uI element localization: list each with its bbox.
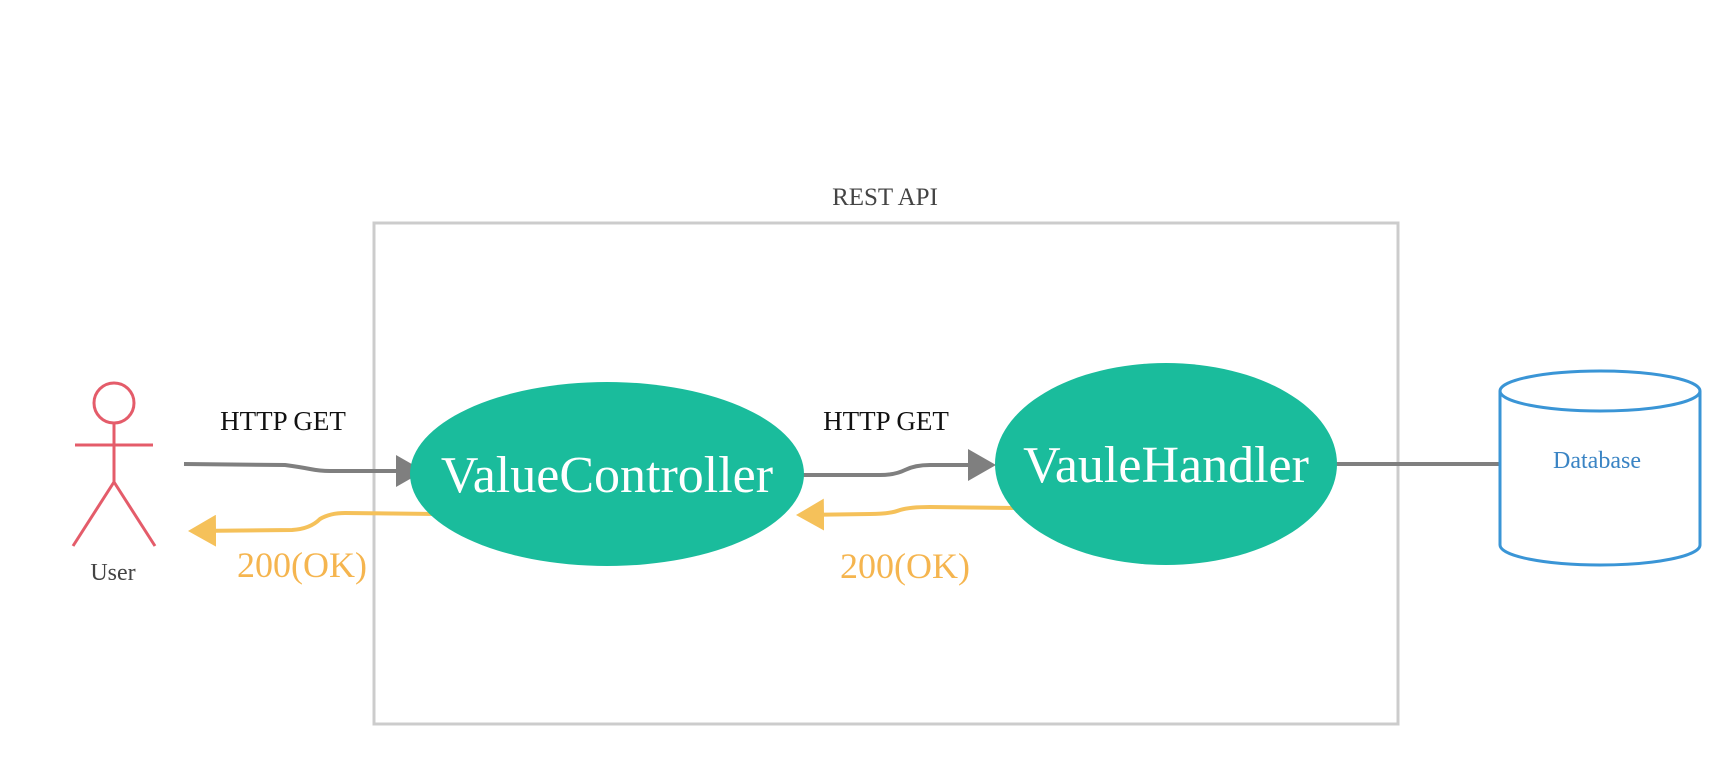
vaule-handler-label: VauleHandler	[1023, 437, 1309, 494]
vaule-handler-node[interactable]	[995, 363, 1337, 565]
edge-controller-to-user[interactable]	[188, 510, 438, 547]
edge-controller-to-handler-label: HTTP GET	[823, 406, 949, 436]
user-actor-icon[interactable]	[71, 381, 157, 547]
edge-user-to-controller[interactable]	[183, 455, 424, 487]
value-controller-label: ValueController	[441, 447, 773, 504]
user-actor-label: User	[90, 560, 135, 586]
rest-api-boundary[interactable]	[372, 221, 1400, 726]
boundary-label: REST API	[832, 184, 938, 211]
edge-handler-to-controller[interactable]	[796, 498, 1016, 531]
edge-controller-to-user-label: 200(OK)	[237, 545, 367, 585]
edge-handler-to-controller-label: 200(OK)	[840, 546, 970, 586]
database-label: Database	[1553, 448, 1641, 474]
value-controller-node[interactable]	[410, 382, 804, 566]
database-node[interactable]	[1498, 369, 1702, 567]
edge-user-to-controller-label: HTTP GET	[220, 406, 346, 436]
edge-controller-to-handler[interactable]	[802, 449, 996, 481]
